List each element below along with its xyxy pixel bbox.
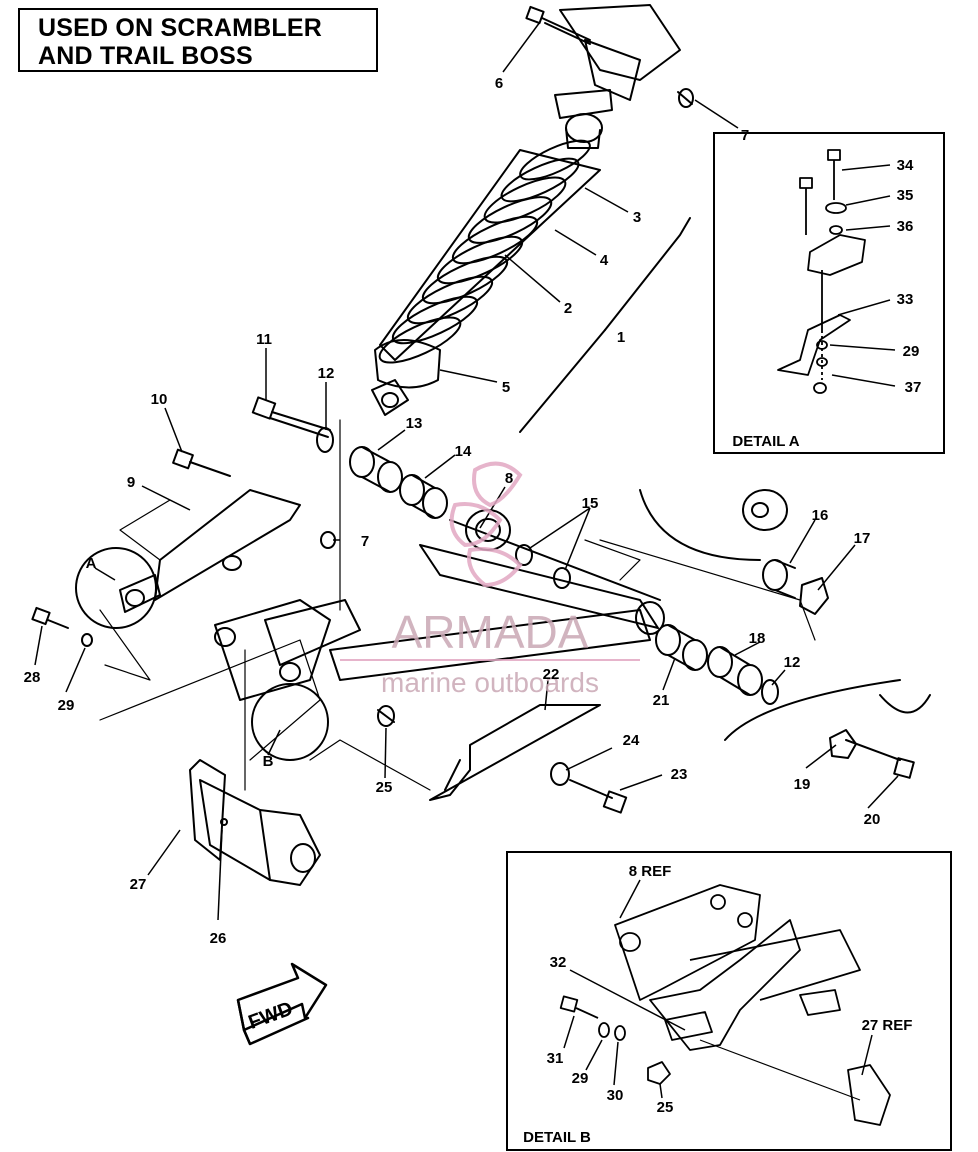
detail-b-labels: 8 REF 32 27 REF 31 29 30 25 DETAIL B <box>523 863 912 1146</box>
callout-8-ref: 8 REF <box>629 863 672 880</box>
detail-a-box <box>713 132 945 454</box>
detail-b-label: DETAIL B <box>523 1129 591 1146</box>
callout-2: 2 <box>564 300 572 317</box>
callout-27: 27 <box>130 876 147 893</box>
bolt-23 <box>569 779 628 814</box>
detail-a-circle <box>75 547 157 629</box>
callout-7-left: 7 <box>361 533 369 550</box>
detail-b-circle <box>251 683 329 761</box>
bushing-14 <box>399 474 448 519</box>
upper-shock-mount <box>554 4 681 119</box>
star-washer-19 <box>829 729 857 759</box>
bolt-11 <box>251 396 331 438</box>
callout-20: 20 <box>864 811 881 828</box>
watermark: ARMADA marine outboards <box>340 461 640 698</box>
callout-26: 26 <box>210 930 227 947</box>
title-line-2: AND TRAIL BOSS <box>38 42 253 70</box>
callout-18: 18 <box>749 630 766 647</box>
bushing-16 <box>762 559 796 599</box>
callout-16: 16 <box>812 507 829 524</box>
callout-34: 34 <box>897 157 914 174</box>
bolt-28 <box>31 606 69 629</box>
callout-10: 10 <box>151 391 168 408</box>
fastener-25 <box>377 705 395 727</box>
callout-37: 37 <box>905 379 922 396</box>
bushing-13 <box>349 446 403 493</box>
callout-a: A <box>86 555 97 572</box>
callout-32: 32 <box>550 954 567 971</box>
callout-4: 4 <box>600 252 609 269</box>
title-box: USED ON SCRAMBLER AND TRAIL BOSS <box>18 8 378 72</box>
callout-17: 17 <box>854 530 871 547</box>
guard-22 <box>429 704 601 801</box>
fitting-26 <box>220 818 228 826</box>
callout-7-upper: 7 <box>741 127 749 144</box>
callout-28: 28 <box>24 669 41 686</box>
callout-25: 25 <box>376 779 393 796</box>
callout-5: 5 <box>502 379 510 396</box>
callout-24: 24 <box>623 732 640 749</box>
callout-31: 31 <box>547 1050 564 1067</box>
nut-7-left <box>320 531 336 549</box>
callout-19: 19 <box>794 776 811 793</box>
callout-33: 33 <box>897 291 914 308</box>
detail-a-label: DETAIL A <box>732 433 799 450</box>
callout-3: 3 <box>633 209 641 226</box>
washer-12-right <box>761 679 779 705</box>
leader-lines <box>34 21 899 921</box>
callout-30: 30 <box>607 1087 624 1104</box>
fwd-arrow: FWD <box>236 962 328 1046</box>
watermark-brand: ARMADA <box>392 606 589 658</box>
washer-12-left <box>316 427 334 453</box>
callout-15: 15 <box>582 495 599 512</box>
title-line-1: USED ON SCRAMBLER <box>38 14 322 42</box>
callout-21: 21 <box>653 692 670 709</box>
bolt-10 <box>172 448 231 477</box>
bushing-18 <box>707 646 763 696</box>
callout-29-detail-b: 29 <box>572 1070 589 1087</box>
exploded-guide-lines <box>99 419 816 791</box>
callout-12-right: 12 <box>784 654 801 671</box>
callout-13: 13 <box>406 415 423 432</box>
frame-curve <box>879 694 931 714</box>
callout-11: 11 <box>256 331 272 348</box>
rubber-bushings-upper <box>639 489 788 561</box>
callout-29: 29 <box>58 697 75 714</box>
callout-35: 35 <box>897 187 914 204</box>
callout-29-detail-a: 29 <box>903 343 920 360</box>
watermark-tagline: marine outboards <box>381 667 599 698</box>
callout-b: B <box>263 753 274 770</box>
bolt-20 <box>845 739 915 779</box>
bushing-15 <box>515 544 571 589</box>
spacer-24 <box>550 762 570 786</box>
detail-b-box <box>506 851 952 1151</box>
nut-7-upper <box>677 88 694 108</box>
callout-22: 22 <box>543 666 560 683</box>
detail-a-labels: 34 35 36 33 29 37 DETAIL A <box>732 157 921 450</box>
callout-1: 1 <box>617 329 625 346</box>
bolt-6 <box>525 5 591 45</box>
callout-8: 8 <box>505 470 513 487</box>
housing-27 <box>189 759 321 886</box>
washer-29 <box>81 633 93 647</box>
callout-6: 6 <box>495 75 503 92</box>
swing-arm <box>329 509 665 681</box>
callout-14: 14 <box>455 443 472 460</box>
leader-1-bracket-lower <box>519 329 606 433</box>
leader-1-bracket <box>604 217 691 331</box>
frame-rail <box>724 679 901 741</box>
bushing-21 <box>655 624 708 671</box>
bracket-9 <box>119 489 301 613</box>
callout-12-left: 12 <box>318 365 335 382</box>
callout-9: 9 <box>127 474 135 491</box>
callout-labels: 6 7 3 4 2 1 5 11 12 10 13 14 8 9 7 15 16… <box>24 75 881 947</box>
callout-25-detail-b: 25 <box>657 1099 674 1116</box>
watermark-logo-icon <box>449 461 523 588</box>
callout-27-ref: 27 REF <box>862 1017 913 1034</box>
callout-23: 23 <box>671 766 688 783</box>
callout-36: 36 <box>897 218 914 235</box>
shock-absorber-assembly <box>371 113 603 416</box>
